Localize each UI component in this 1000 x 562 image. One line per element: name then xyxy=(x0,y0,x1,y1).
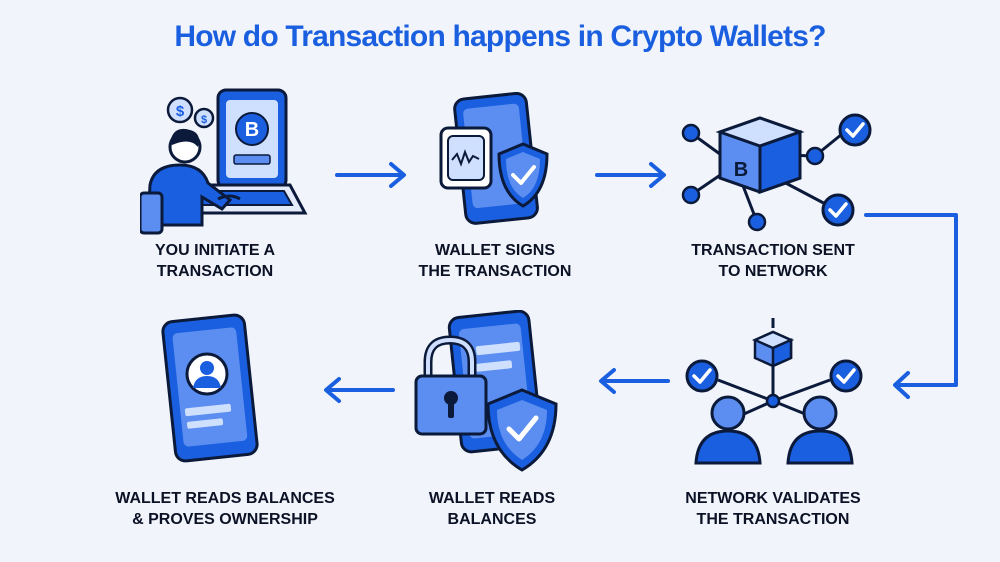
arrow-right-icon xyxy=(335,162,406,188)
step-label-line: THE TRANSACTION xyxy=(418,263,572,280)
step-label-line: TRANSACTION SENT xyxy=(691,242,855,259)
arrow-elbow-icon xyxy=(864,213,958,399)
phone-signature-shield-icon xyxy=(439,92,549,225)
svg-text:B: B xyxy=(734,159,748,181)
step-label: NETWORK VALIDATES THE TRANSACTION xyxy=(653,488,893,530)
svg-text:$: $ xyxy=(176,103,185,120)
step-label: WALLET SIGNS THE TRANSACTION xyxy=(375,240,615,282)
person-laptop-bitcoin-icon: $ $ B xyxy=(140,88,308,235)
arrow-left-icon xyxy=(599,368,670,394)
step-label-line: TRANSACTION xyxy=(156,263,274,280)
step-label: TRANSACTION SENT TO NETWORK xyxy=(653,240,893,282)
validators-network-icon xyxy=(685,318,863,465)
step-label-line: TO NETWORK xyxy=(718,263,828,280)
arrow-left-icon xyxy=(324,377,395,403)
phone-profile-icon xyxy=(161,313,259,463)
step-label-line: NETWORK VALIDATES xyxy=(685,490,861,507)
arrow-right-icon xyxy=(595,162,666,188)
page-title: How do Transaction happens in Crypto Wal… xyxy=(174,20,826,53)
step-label-line: WALLET READS BALANCES xyxy=(115,490,335,507)
svg-text:B: B xyxy=(245,119,259,141)
step-label-line: BALANCES xyxy=(447,511,537,528)
step-label-line: & PROVES OWNERSHIP xyxy=(132,511,318,528)
step-label-line: WALLET SIGNS xyxy=(435,242,555,259)
svg-text:$: $ xyxy=(201,114,207,126)
step-label: WALLET READS BALANCES xyxy=(372,488,612,530)
bitcoin-cube-network-icon: B xyxy=(681,113,872,232)
step-label: WALLET READS BALANCES & PROVES OWNERSHIP xyxy=(105,488,345,530)
step-label-line: THE TRANSACTION xyxy=(696,511,850,528)
step-label-line: WALLET READS xyxy=(428,490,556,507)
step-label-line: YOU INITIATE A xyxy=(155,242,275,259)
phone-lock-shield-icon xyxy=(414,310,558,472)
step-label: YOU INITIATE A TRANSACTION xyxy=(95,240,335,282)
